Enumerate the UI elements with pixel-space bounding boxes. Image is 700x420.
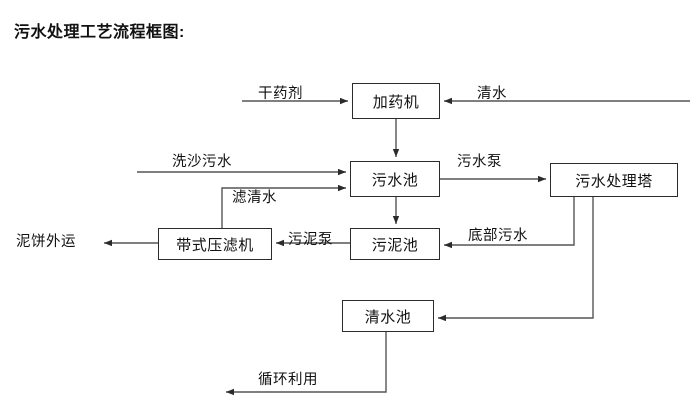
edge-label-xunhuan-liyong: 循环利用 [258,372,318,388]
edge-label-wushuibeng: 污水泵 [457,154,502,170]
edge-label-ganyaoji: 干药剂 [258,86,303,102]
edge-label-dibu-wushui: 底部污水 [468,228,528,244]
edge-label-xisha-wushui: 洗沙污水 [172,154,232,170]
node-jiayaoji[interactable]: 加药机 [352,83,440,119]
page-title: 污水处理工艺流程框图: [14,24,185,41]
edge-lvqingshui-to-wushuichi [221,184,346,228]
node-wunichi[interactable]: 污泥池 [350,228,440,260]
node-qingshuichi[interactable]: 清水池 [342,300,434,332]
edge-label-lvqingshui: 滤清水 [232,190,277,206]
edge-wushuita-to-qingshuichi [438,197,594,322]
node-daishiyaluji[interactable]: 带式压滤机 [158,228,272,260]
edge-dibu-wushui-to-wunichi [444,197,575,249]
edge-label-wunibeng: 污泥泵 [288,232,333,248]
node-wushuichi[interactable]: 污水池 [350,161,440,197]
node-wushuichulita[interactable]: 污水处理塔 [550,163,678,197]
edge-label-qingshui: 清水 [477,86,507,102]
edge-label-nibing-waiyun: 泥饼外运 [16,234,76,250]
edge-qingshuichi-to-xunhuan-liyong [226,332,387,396]
